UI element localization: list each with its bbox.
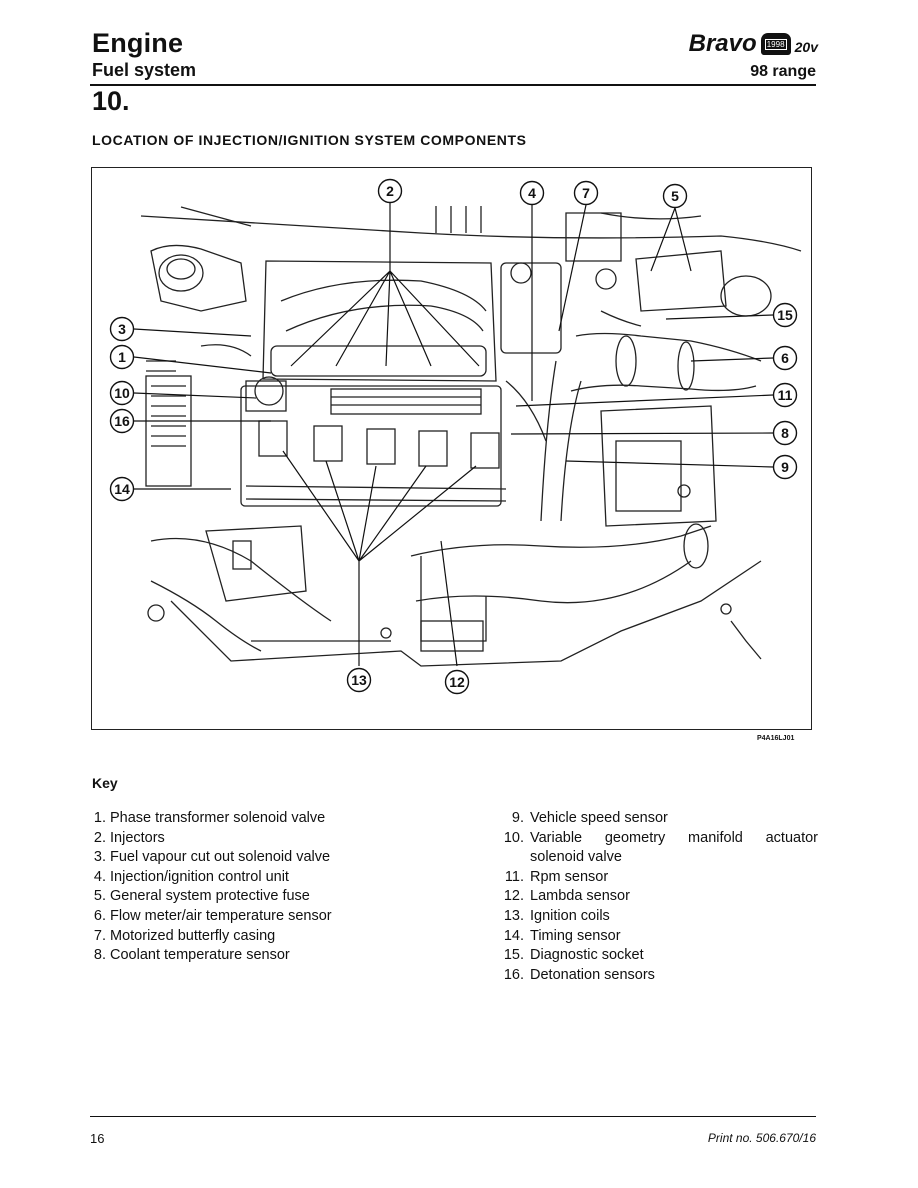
key-text: Ignition coils [530, 907, 610, 924]
key-item: 10. Variable geometry manifold actuator [500, 829, 818, 849]
print-number: Print no. 506.670/16 [707, 1131, 816, 1145]
key-item: 5.General system protective fuse [90, 887, 390, 907]
key-text-continuation: solenoid valve [530, 849, 622, 866]
callout-15: 15 [777, 307, 793, 323]
section-title: LOCATION OF INJECTION/IGNITION SYSTEM CO… [92, 132, 527, 148]
callout-13: 13 [351, 672, 367, 688]
callout-6: 6 [781, 350, 789, 366]
key-number: 2. [93, 829, 106, 846]
key-number: 3. [93, 849, 106, 866]
key-item: 6.Flow meter/air temperature sensor [90, 907, 390, 927]
section-number: 10. [92, 86, 130, 116]
key-text: Motorized butterfly casing [110, 927, 276, 944]
key-number: 10. [503, 829, 524, 846]
key-item: 14. Timing sensor [500, 927, 818, 947]
key-item: 16. Detonation sensors [500, 966, 818, 986]
key-list-right: 9. Vehicle speed sensor 10. Variable geome… [500, 809, 818, 985]
key-item: 13. Ignition coils [500, 907, 818, 927]
section-heading: Engine [92, 28, 184, 58]
header-rule [90, 84, 816, 86]
callout-10: 10 [114, 385, 130, 401]
key-number: 9. [511, 810, 524, 826]
key-item: 9. Vehicle speed sensor [500, 809, 818, 829]
callout-1: 1 [118, 349, 126, 365]
key-number: 14. [503, 927, 524, 944]
key-text: Injectors [110, 829, 165, 846]
key-number: 16. [503, 966, 524, 983]
key-text: Timing sensor [530, 927, 621, 944]
footer-rule [90, 1116, 816, 1117]
key-text: Vehicle speed sensor [530, 810, 668, 826]
key-item: 2.Injectors [90, 829, 390, 849]
model-label: Bravo 1998 20v [689, 30, 818, 58]
key-title: Key [92, 775, 118, 791]
key-number: 11. [504, 868, 524, 885]
model-range: 98 range [750, 63, 816, 80]
key-item: 7.Motorized butterfly casing [90, 927, 390, 947]
subsection-heading: Fuel system [92, 60, 197, 80]
key-item: 4.Injection/ignition control unit [90, 868, 390, 888]
key-item: 15. Diagnostic socket [500, 946, 818, 966]
key-text: Diagnostic socket [530, 947, 644, 964]
key-number: 13. [503, 907, 524, 924]
key-number: 8. [93, 947, 106, 964]
callout-3: 3 [118, 321, 126, 337]
engine-bay-drawing: 2 4 7 5 3 15 1 6 10 11 16 8 9 14 13 12 [109, 178, 802, 695]
badge-year: 1998 [764, 38, 787, 50]
key-text: General system protective fuse [110, 888, 310, 905]
callout-4: 4 [528, 185, 536, 201]
key-list-left: 1.Phase transformer solenoid valve 2.Inj… [90, 809, 390, 966]
key-text: Injection/ignition control unit [110, 868, 289, 885]
key-text: Coolant temperature sensor [110, 947, 290, 964]
callout-9: 9 [781, 459, 789, 475]
callout-11: 11 [778, 387, 793, 403]
page-number: 16 [90, 1131, 105, 1146]
key-item: 8.Coolant temperature sensor [90, 946, 390, 966]
key-item: 11. Rpm sensor [500, 868, 818, 888]
callout-12: 12 [449, 674, 465, 690]
key-text: Lambda sensor [530, 888, 630, 905]
key-text: Fuel vapour cut out solenoid valve [110, 849, 331, 866]
key-text: Flow meter/air temperature sensor [110, 907, 332, 924]
key-number: 1. [93, 810, 106, 826]
callout-14: 14 [114, 481, 130, 497]
key-item-continuation: solenoid valve [500, 848, 818, 868]
callout-5: 5 [671, 188, 679, 204]
key-number: 6. [93, 907, 106, 924]
callout-16: 16 [114, 413, 130, 429]
engine-variant: 20v [794, 39, 818, 55]
key-text: Phase transformer solenoid valve [110, 810, 326, 826]
model-name: Bravo [688, 30, 757, 57]
key-number: 12. [503, 888, 524, 905]
callout-8: 8 [781, 425, 789, 441]
key-number: 4. [93, 868, 106, 885]
engine-bay-diagram: 2 4 7 5 3 15 1 6 10 11 16 8 9 14 13 12 [91, 167, 812, 730]
figure-code: P4A16LJ01 [757, 735, 795, 742]
key-item: 12. Lambda sensor [500, 887, 818, 907]
key-text: Rpm sensor [530, 868, 609, 885]
key-item: 1.Phase transformer solenoid valve [90, 809, 390, 829]
key-number: 5. [93, 888, 106, 905]
key-item: 3.Fuel vapour cut out solenoid valve [90, 848, 390, 868]
callout-2: 2 [386, 183, 394, 199]
key-text: Variable geometry manifold actuator [530, 829, 818, 846]
key-number: 15. [503, 947, 524, 964]
key-text: Detonation sensors [530, 966, 655, 983]
year-badge-icon: 1998 [760, 33, 791, 55]
key-number: 7. [93, 927, 106, 944]
callout-7: 7 [582, 185, 590, 201]
